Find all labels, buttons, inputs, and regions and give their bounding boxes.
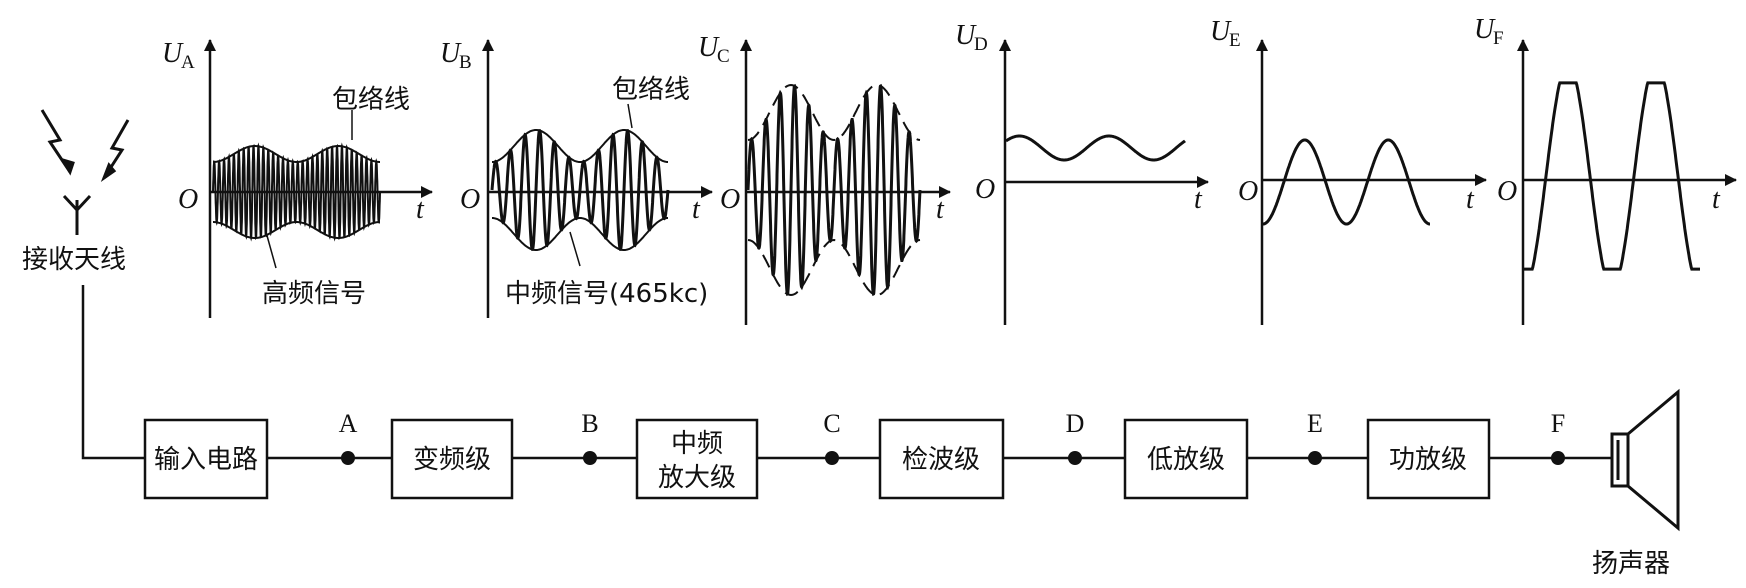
block-if-amplifier: 中频 放大级 xyxy=(635,418,759,500)
origin-label: O xyxy=(720,184,740,215)
speaker-icon xyxy=(1610,388,1680,532)
waveform-C-envelope xyxy=(747,83,921,297)
x-axis-symbol: t xyxy=(1466,184,1475,215)
y-axis-subscript: A xyxy=(181,52,195,73)
envelope-leader xyxy=(627,103,633,129)
y-axis-symbol: U xyxy=(698,32,720,63)
node-label: B xyxy=(581,409,598,438)
waveform-B-trace xyxy=(490,129,670,251)
node-C: C xyxy=(823,409,841,465)
y-axis-subscript: C xyxy=(717,46,730,67)
signal-wire xyxy=(81,285,1612,460)
waveform-panel-A: U A O t 包络线 高频信号 xyxy=(162,38,433,318)
signal-leader xyxy=(569,231,581,267)
x-axis-symbol: t xyxy=(1712,184,1721,215)
block-label: 输入电路 xyxy=(154,445,258,475)
y-axis-subscript: E xyxy=(1229,30,1241,51)
y-axis-symbol: U xyxy=(440,38,462,69)
waveform-F-trace xyxy=(1524,81,1700,271)
node-label: A xyxy=(339,409,358,438)
envelope-label: 包络线 xyxy=(332,85,410,115)
waveform-B-envelope xyxy=(492,129,668,251)
node-B: B xyxy=(581,409,599,465)
origin-label: O xyxy=(460,184,480,215)
block-mixer: 变频级 xyxy=(390,418,514,500)
waveform-D-trace xyxy=(1005,134,1186,162)
signal-label: 中频信号(465kc) xyxy=(505,279,708,309)
node-label: F xyxy=(1551,409,1565,438)
waveform-A-trace xyxy=(212,142,381,242)
y-axis-symbol: U xyxy=(162,38,184,69)
origin-label: O xyxy=(1497,176,1517,207)
antenna-icon xyxy=(40,109,130,235)
x-axis-symbol: t xyxy=(936,194,945,225)
node-label: E xyxy=(1307,409,1323,438)
x-axis-symbol: t xyxy=(692,194,701,225)
block-detector: 检波级 xyxy=(878,418,1005,500)
waveform-panel-F: U F O t xyxy=(1474,14,1737,325)
block-power-amplifier: 功放级 xyxy=(1366,418,1491,500)
x-axis-symbol: t xyxy=(1194,184,1203,215)
node-E: E xyxy=(1307,409,1323,465)
node-label: C xyxy=(823,409,840,438)
waveform-panel-B: U B O t 包络线 中频信号(465kc) xyxy=(440,38,713,318)
waveform-A-envelope xyxy=(213,145,380,239)
y-axis-symbol: U xyxy=(955,20,977,51)
origin-label: O xyxy=(1238,176,1258,207)
x-axis-symbol: t xyxy=(416,194,425,225)
node-D: D xyxy=(1066,409,1085,465)
node-label: D xyxy=(1066,409,1085,438)
speaker-label: 扬声器 xyxy=(1592,549,1670,579)
y-axis-symbol: U xyxy=(1210,16,1232,47)
origin-label: O xyxy=(178,184,198,215)
block-label: 功放级 xyxy=(1389,445,1467,475)
origin-label: O xyxy=(975,174,995,205)
y-axis-subscript: B xyxy=(459,52,472,73)
signal-label: 高频信号 xyxy=(262,279,366,309)
block-label: 变频级 xyxy=(413,445,491,475)
y-axis-symbol: U xyxy=(1474,14,1496,45)
y-axis-subscript: F xyxy=(1493,28,1504,49)
block-label: 检波级 xyxy=(902,445,980,475)
block-label-line2: 放大级 xyxy=(658,463,736,493)
node-F: F xyxy=(1551,409,1565,465)
antenna-label: 接收天线 xyxy=(22,245,126,275)
block-input-circuit: 输入电路 xyxy=(143,418,269,500)
waveform-E-trace xyxy=(1263,138,1430,226)
block-label: 低放级 xyxy=(1147,445,1225,475)
waveform-C-trace xyxy=(746,83,922,297)
y-axis-subscript: D xyxy=(974,34,988,55)
signal-leader xyxy=(265,231,277,269)
waveform-panel-C: U C O t xyxy=(698,32,951,325)
waveform-panel-D: U D O t xyxy=(955,20,1209,325)
node-A: A xyxy=(339,409,358,465)
block-low-amplifier: 低放级 xyxy=(1123,418,1249,500)
block-label-line1: 中频 xyxy=(671,429,723,459)
envelope-label: 包络线 xyxy=(612,75,690,105)
waveform-panel-E: U E O t xyxy=(1210,16,1487,325)
